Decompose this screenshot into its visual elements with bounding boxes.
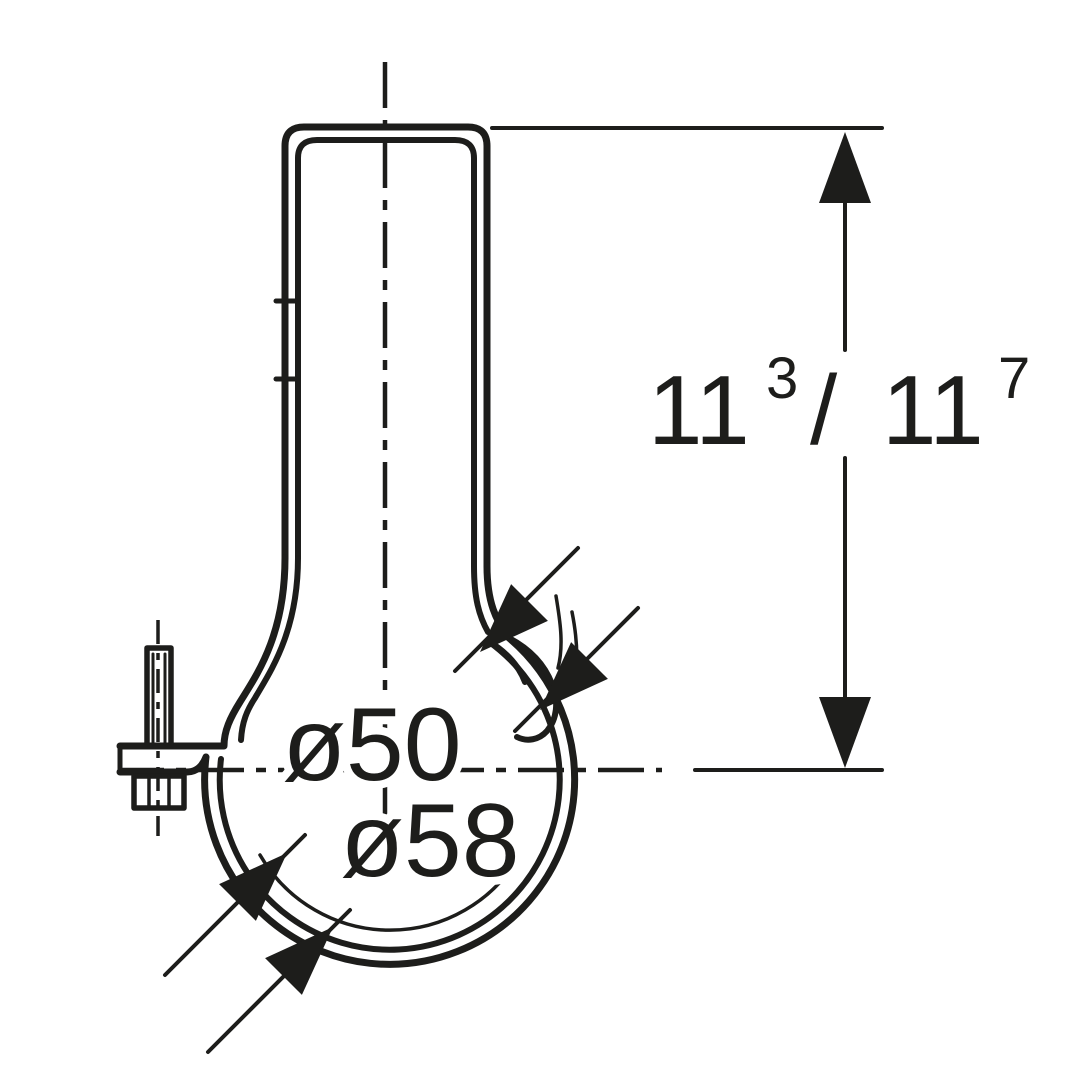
bracket-inner-contour <box>295 137 477 569</box>
funnel-right-inner <box>471 563 491 635</box>
leader-arrow-upper-2-icon <box>540 642 608 710</box>
funnel-left-inner <box>238 555 301 743</box>
label-diameter-50: ø50 <box>282 687 461 803</box>
dimension-value-b: 11 <box>882 355 984 465</box>
closure-hook-outer <box>506 635 560 743</box>
funnel-left-outer-and-flange-top <box>116 554 289 750</box>
dimension-value-a: 11 <box>648 355 750 465</box>
leader-arrow-upper-1-icon <box>480 584 548 652</box>
clamp-outer-band-arc <box>116 634 579 968</box>
dimension-value-b-superscript: 7 <box>998 346 1030 411</box>
dimension-value-a-superscript: 3 <box>766 346 798 411</box>
label-diameter-58: ø58 <box>340 783 519 899</box>
dimension-separator: / <box>810 355 838 465</box>
bolt-thread-lines <box>151 652 167 746</box>
closure-spring-line-1 <box>554 594 563 670</box>
dimension-arrow-up-icon <box>819 132 871 203</box>
dimension-arrow-down-icon <box>819 697 871 768</box>
bolt-nut-facets <box>147 774 171 810</box>
bracket-outer-contour <box>281 123 491 570</box>
leader-arrow-lower-1-icon <box>219 853 287 921</box>
leader-arrow-lower-2-icon <box>265 927 333 995</box>
pipe-inner-arc <box>258 853 522 932</box>
bolt-stud <box>144 645 174 747</box>
clamp-inner-band-arc <box>216 638 563 953</box>
